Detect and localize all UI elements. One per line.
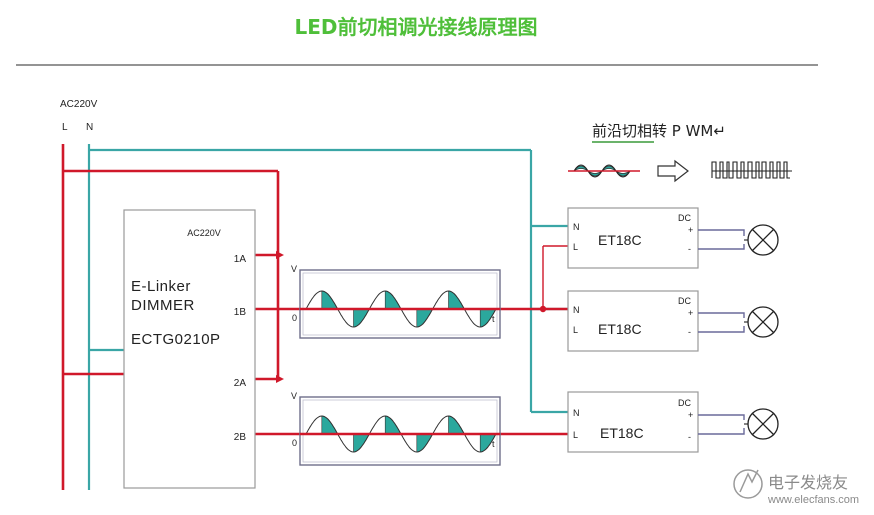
dimmer-name-line1: E-Linker [131, 278, 191, 295]
driver-2-minus-label: - [688, 327, 691, 337]
driver-3-n-label: N [573, 408, 580, 418]
driver-2-n-label: N [573, 305, 580, 315]
lamp-1-icon [747, 224, 779, 256]
live-wiring [61, 144, 568, 490]
driver-2-dc-label: DC [678, 296, 691, 306]
driver-3-dc-label: DC [678, 398, 691, 408]
axis-zero-label-2: 0 [292, 438, 297, 448]
mains-n-label: N [86, 122, 93, 133]
axis-zero-label-1: 0 [292, 313, 297, 323]
driver-1-plus-label: + [688, 225, 693, 235]
watermark-url: www.elecfans.com [767, 494, 859, 506]
driver-module-3: N L ET18C DC + - [567, 391, 699, 453]
output-wiring [698, 229, 745, 435]
terminal-1a: 1A [234, 254, 247, 265]
dimmer-name-line2: DIMMER [131, 297, 195, 314]
mains-voltage-label: AC220V [60, 99, 98, 110]
driver-1-l-label: L [573, 242, 578, 252]
driver-3-plus-label: + [688, 410, 693, 420]
driver-2-name: ET18C [598, 321, 642, 337]
driver-1-dc-label: DC [678, 213, 691, 223]
driver-module-1: N L ET18C DC + - [567, 207, 699, 269]
arrow-2a-icon [276, 375, 284, 383]
driver-3-l-label: L [573, 430, 578, 440]
waveform-box-1: V 0 t [291, 264, 501, 339]
waveform-box-2: V 0 t [291, 391, 501, 466]
driver-3-minus-label: - [688, 432, 691, 442]
page-title: LED前切相调光接线原理图 [294, 15, 537, 39]
driver-1-minus-label: - [688, 244, 691, 254]
legend-arrow-icon [657, 159, 689, 183]
dimmer-voltage-label: AC220V [187, 228, 221, 238]
axis-t-label-2: t [492, 439, 495, 449]
driver-1-n-label: N [573, 222, 580, 232]
driver-2-l-label: L [573, 325, 578, 335]
terminal-2a: 2A [234, 378, 247, 389]
axis-v-label-1: V [291, 264, 297, 274]
watermark: 电子发烧友 www.elecfans.com [733, 469, 859, 506]
junction-dot [539, 305, 547, 313]
legend-text: 前沿切相转 P WM↵ [592, 122, 726, 140]
watermark-cn: 电子发烧友 [768, 473, 848, 492]
legend-phase-cut-icon [568, 164, 640, 178]
terminal-1b: 1B [234, 307, 247, 318]
driver-3-name: ET18C [600, 425, 644, 441]
live-branch [542, 245, 568, 309]
driver-2-plus-label: + [688, 308, 693, 318]
driver-module-2: N L ET18C DC + - [567, 290, 699, 352]
arrow-1a-icon [276, 251, 284, 259]
mains-l-label: L [62, 122, 68, 133]
dimmer-model: ECTG0210P [131, 331, 221, 348]
watermark-logo-icon [733, 469, 763, 499]
legend-pwm-icon [711, 161, 792, 179]
axis-v-label-2: V [291, 391, 297, 401]
terminal-2b: 2B [234, 432, 247, 443]
lamp-3-icon [747, 408, 779, 440]
axis-t-label-1: t [492, 314, 495, 324]
dimmer-box [123, 209, 256, 489]
lamp-2-icon [747, 306, 779, 338]
lamp-leads [744, 239, 748, 425]
driver-1-name: ET18C [598, 232, 642, 248]
